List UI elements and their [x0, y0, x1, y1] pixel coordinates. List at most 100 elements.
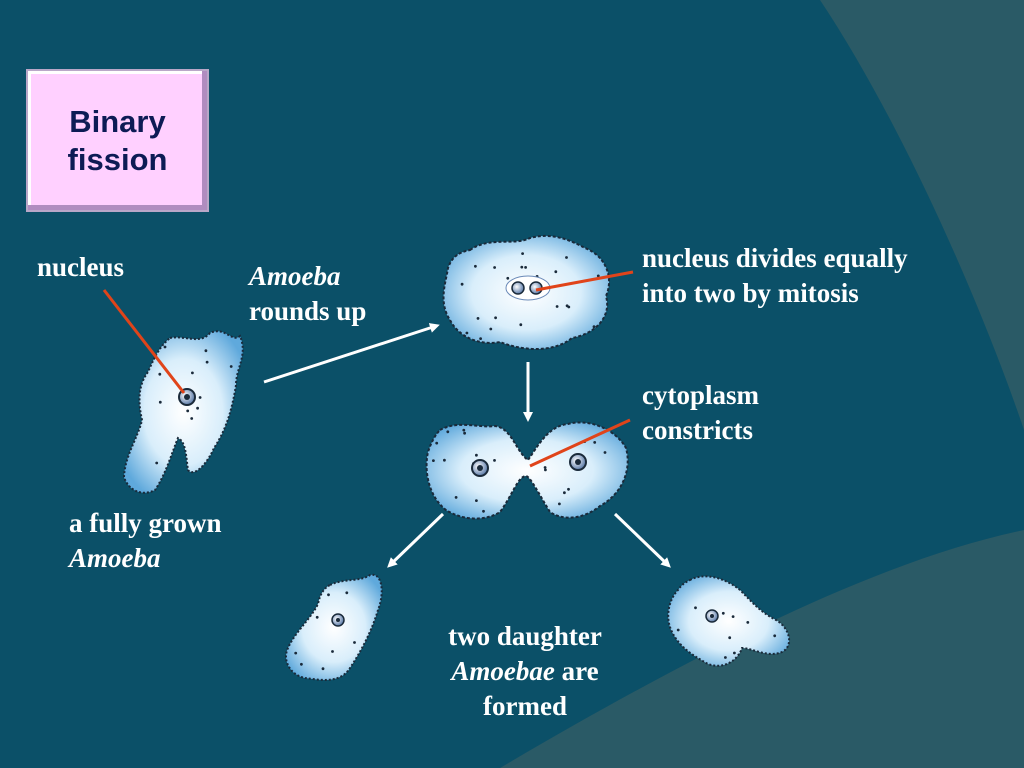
cytoplasm-dot: [773, 634, 777, 638]
cytoplasm-dot: [563, 491, 566, 495]
title-box: Binary fission: [26, 69, 209, 212]
cytoplasm-dot: [524, 266, 527, 269]
label-daughters: two daughter Amoebae are formed: [415, 619, 635, 724]
pointer-cytoplasm: [529, 418, 631, 468]
label-daughters-italic: Amoebae: [451, 656, 555, 686]
arrow-rounds-up: [263, 323, 440, 384]
cytoplasm-dot: [728, 636, 732, 640]
cytoplasm-dot: [196, 406, 200, 410]
cytoplasm-dot: [567, 487, 570, 491]
cytoplasm-dot: [603, 451, 607, 454]
cytoplasm-dot: [462, 428, 466, 432]
cytoplasm-dot: [294, 651, 298, 655]
label-divides-line-2: into two by mitosis: [642, 278, 859, 308]
cytoplasm-dot: [694, 606, 697, 610]
cytoplasm-dot: [476, 317, 480, 320]
cytoplasm-dot: [593, 441, 597, 444]
label-rounds-up-italic: Amoeba: [249, 261, 341, 291]
cytoplasm-dot: [454, 496, 458, 499]
cytoplasm-dot: [721, 611, 725, 615]
cytoplasm-dot: [565, 256, 568, 259]
cytoplasm-dot: [191, 371, 194, 375]
label-daughters-are: are: [554, 656, 599, 686]
cytoplasm-dot: [506, 276, 510, 280]
label-fully-grown-text: a fully grown: [69, 508, 222, 538]
cytoplasm-dot: [474, 264, 477, 268]
title-line-1: Binary: [69, 103, 166, 139]
label-nucleus: nucleus: [37, 252, 125, 282]
cytoplasm-dot: [353, 641, 356, 644]
label-fully-grown: a fully grown Amoeba: [69, 506, 222, 576]
title-line-2: fission: [67, 141, 168, 177]
label-rounds-up: Amoeba rounds up: [249, 259, 366, 329]
cytoplasm-dot: [519, 323, 523, 327]
cytoplasm-dot: [724, 656, 727, 659]
cytoplasm-dot: [592, 325, 596, 329]
cytoplasm-dot: [676, 628, 680, 632]
cytoplasm-dot: [567, 305, 571, 309]
rounded-amoeba: [442, 234, 610, 350]
cytoplasm-dot: [463, 431, 466, 435]
pointer-nucleus: [102, 289, 186, 394]
cytoplasm-dot: [229, 365, 233, 368]
cytoplasm-dot: [543, 466, 547, 469]
daughter-amoeba-left: [285, 573, 383, 681]
cytoplasm-dot: [158, 372, 162, 376]
cytoplasm-dot: [482, 509, 485, 513]
cytoplasm-dot: [558, 502, 561, 506]
cytoplasm-dot: [443, 458, 446, 462]
constricting-amoeba: [425, 421, 629, 520]
cytoplasm-dot: [315, 615, 319, 619]
label-fully-grown-italic: Amoeba: [69, 543, 161, 573]
cytoplasm-dot: [446, 430, 450, 434]
cytoplasm-dot: [493, 266, 496, 269]
arrow-down-left: [387, 512, 445, 568]
cytoplasm-dot: [493, 459, 496, 462]
label-daughters-line-1: two daughter: [448, 621, 602, 651]
grown-amoeba: [122, 330, 244, 494]
cytoplasm-dot: [555, 305, 559, 308]
cytoplasm-dot: [460, 282, 464, 286]
cytoplasm-dot: [479, 337, 482, 340]
cytoplasm-dot: [205, 360, 209, 364]
label-cytoplasm-line-2: constricts: [642, 415, 753, 445]
cytoplasm-dot: [186, 409, 190, 413]
cytoplasm-dot: [327, 593, 330, 597]
cytoplasm-dot: [554, 270, 558, 274]
cytoplasm-dot: [435, 441, 439, 445]
cytoplasm-dot: [731, 615, 735, 618]
cytoplasm-dot: [331, 650, 334, 653]
cytoplasm-dot: [494, 316, 497, 320]
cytoplasm-dot: [198, 396, 202, 399]
label-rounds-up-text: rounds up: [249, 296, 367, 326]
label-cytoplasm-line-1: cytoplasm: [642, 380, 759, 410]
cytoplasm-dot: [300, 662, 303, 666]
cytoplasm-dot: [163, 345, 167, 349]
cytoplasm-dot: [733, 651, 736, 655]
label-nucleus-divides: nucleus divides equally into two by mito…: [642, 241, 908, 311]
cytoplasm-dot: [475, 499, 478, 502]
daughter-amoeba-right: [667, 575, 791, 667]
cytoplasm-dot: [596, 274, 600, 278]
cytoplasm-dot: [520, 265, 524, 269]
label-cytoplasm: cytoplasm constricts: [642, 378, 759, 448]
cytoplasm-dot: [190, 417, 194, 420]
pointer-divides: [535, 270, 634, 292]
cytoplasm-dot: [489, 327, 493, 331]
cytoplasm-dot: [204, 349, 208, 353]
label-daughters-line-3: formed: [483, 691, 567, 721]
cytoplasm-dot: [544, 468, 547, 472]
cytoplasm-dot: [158, 400, 162, 404]
cytoplasm-dot: [521, 252, 524, 256]
cytoplasm-dot: [345, 591, 349, 595]
cytoplasm-dot: [321, 667, 325, 671]
cytoplasm-dot: [475, 453, 478, 457]
cytoplasm-dot: [432, 459, 435, 462]
cytoplasm-dot: [746, 621, 750, 624]
arrow-down-right: [613, 512, 671, 568]
bg-swoosh-top-right: [820, 0, 1024, 430]
cytoplasm-dot: [465, 331, 469, 335]
label-divides-line-1: nucleus divides equally: [642, 243, 908, 273]
